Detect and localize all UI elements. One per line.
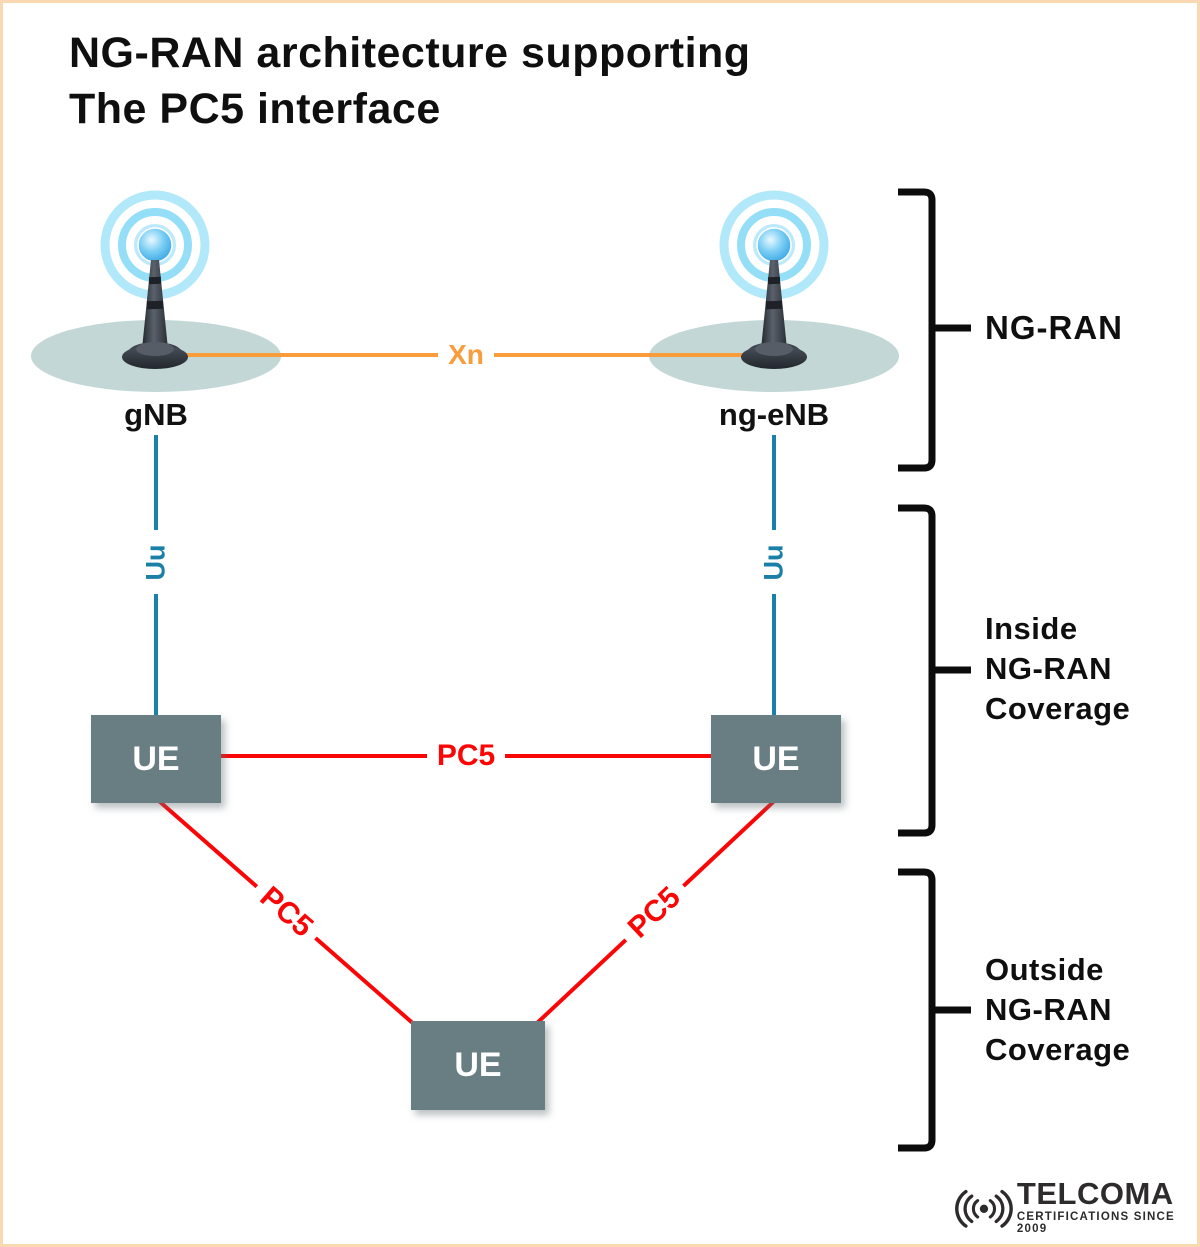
- pc5-line-segment: [157, 799, 259, 889]
- xn-line-segment: [493, 353, 747, 357]
- signal-waves-icon: [955, 1189, 1013, 1228]
- pc5-link-right-diagonal: PC5: [524, 789, 786, 1037]
- pc5-line-segment: [534, 938, 628, 1026]
- brand-name: TELCOMA: [1016, 1176, 1174, 1211]
- ue-box-left: UE: [91, 715, 221, 803]
- pc5-label-right-diagonal: PC5: [621, 880, 687, 945]
- outside-label-line-1: Outside: [985, 952, 1104, 987]
- outside-coverage-label: Outside NG-RAN Coverage: [985, 950, 1130, 1070]
- inside-coverage-bracket: [898, 504, 936, 837]
- ue-box-bottom: UE: [411, 1021, 545, 1110]
- outside-coverage-bracket: [898, 868, 936, 1152]
- inside-label-line-3: Coverage: [985, 691, 1131, 726]
- outside-label-line-3: Coverage: [985, 1032, 1131, 1067]
- uu-label-left: Uu: [135, 530, 177, 594]
- uu-label-right-text: Uu: [758, 544, 789, 580]
- gnb-label: gNB: [124, 397, 188, 432]
- ng-enb-antenna-icon: [719, 190, 829, 369]
- ng-ran-label: NG-RAN: [985, 309, 1123, 346]
- page-title: NG-RAN architecture supporting The PC5 i…: [69, 25, 751, 137]
- uu-label-left-text: Uu: [140, 544, 171, 580]
- ng-enb-label: ng-eNB: [718, 397, 830, 432]
- inside-label-line-2: NG-RAN: [985, 651, 1112, 686]
- pc5-link-left-diagonal: PC5: [147, 787, 425, 1037]
- ng-ran-bracket: [898, 188, 936, 472]
- ue-box-right: UE: [711, 715, 841, 803]
- outside-label-line-2: NG-RAN: [985, 992, 1112, 1027]
- title-line-2: The PC5 interface: [69, 85, 441, 133]
- pc5-line-segment: [314, 936, 415, 1026]
- pc5-line-segment: [681, 800, 775, 888]
- telcoma-logo: TELCOMA CERTIFICATIONS SINCE 2009: [955, 1176, 1197, 1235]
- xn-label: Xn: [448, 339, 484, 370]
- uu-label-right: Uu: [753, 530, 795, 594]
- brand-tagline: CERTIFICATIONS SINCE 2009: [1016, 1211, 1175, 1235]
- pc5-label-left-diagonal: PC5: [253, 880, 320, 944]
- xn-line-segment: [185, 353, 439, 357]
- xn-link: Xn: [185, 337, 747, 373]
- gnb-antenna-icon: [100, 190, 210, 369]
- brand-text-block: TELCOMA CERTIFICATIONS SINCE 2009: [1016, 1176, 1197, 1235]
- pc5-link-horizontal: PC5: [221, 738, 712, 774]
- pc5-label-horizontal: PC5: [436, 739, 496, 772]
- inside-label-line-1: Inside: [985, 611, 1078, 646]
- pc5-line-segment: [221, 754, 427, 758]
- title-line-1: NG-RAN architecture supporting: [69, 29, 751, 77]
- inside-coverage-label: Inside NG-RAN Coverage: [985, 609, 1130, 729]
- pc5-line-segment: [505, 754, 712, 758]
